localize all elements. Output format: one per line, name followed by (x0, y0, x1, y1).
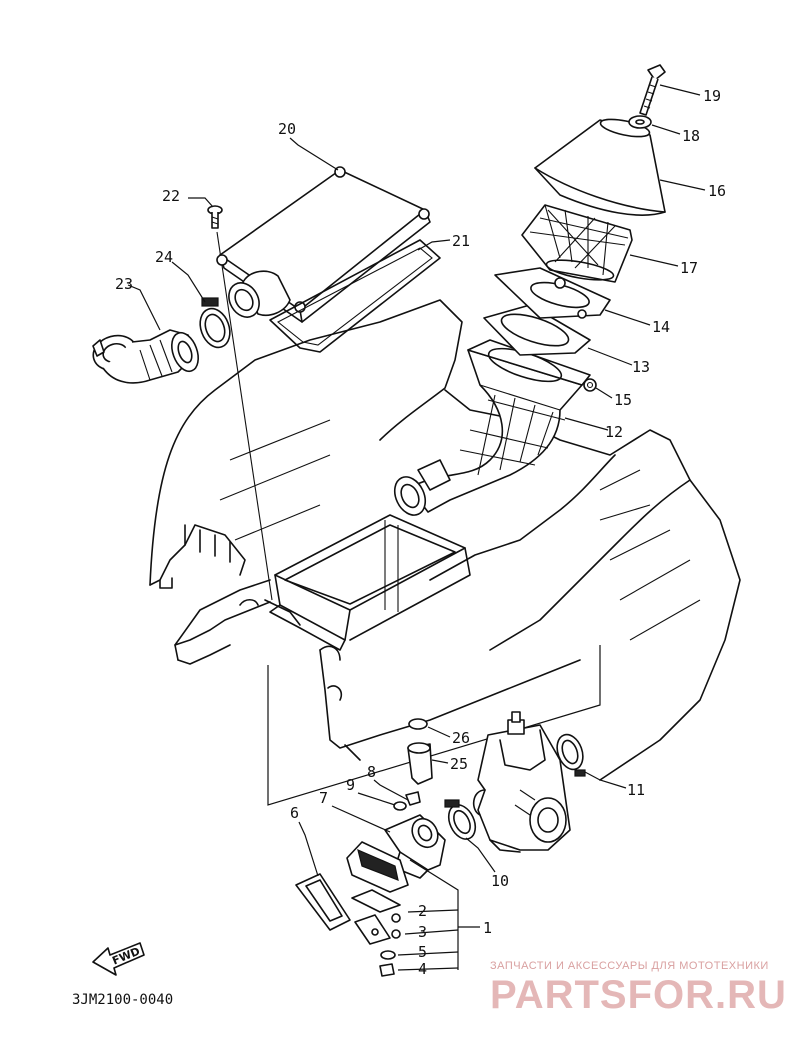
callout-25: 25 (450, 755, 468, 773)
callout-13: 13 (632, 358, 650, 376)
part-24-clamp (199, 297, 231, 349)
part-2-3-5-4-hardware (379, 913, 401, 977)
part-18-washer (628, 115, 652, 129)
callout-19: 19 (703, 87, 721, 105)
callout-7: 7 (319, 789, 328, 807)
part-14-flange-plate (494, 267, 611, 319)
part-12-intake-boot (393, 339, 591, 516)
part-6-gasket (295, 873, 351, 931)
callout-24: 24 (155, 248, 173, 266)
part-10-clamp (444, 799, 477, 840)
callout-23: 23 (115, 275, 133, 293)
callout-26: 26 (452, 729, 470, 747)
watermark: ЗАПЧАСТИ И АКСЕССУАРЫ ДЛЯ МОТОТЕХНИКИ PA… (490, 960, 787, 1017)
part-21-gasket (269, 239, 441, 353)
callout-16: 16 (708, 182, 726, 200)
callout-20: 20 (278, 120, 296, 138)
part-16-cover-cone (534, 118, 666, 216)
callout-21: 21 (452, 232, 470, 250)
callout-4: 4 (418, 960, 427, 978)
watermark-subtitle: ЗАПЧАСТИ И АКСЕССУАРЫ ДЛЯ МОТОТЕХНИКИ (490, 960, 769, 972)
leader-lines (127, 84, 706, 971)
callout-3: 3 (418, 923, 427, 941)
callout-9: 9 (346, 776, 355, 794)
hull-body (149, 299, 741, 781)
part-25-nozzle (407, 742, 433, 785)
fwd-arrow-icon: FWD (92, 942, 145, 976)
callout-15: 15 (614, 391, 632, 409)
part-13-gasket (483, 304, 591, 356)
part-8-screw (405, 791, 421, 806)
callout-18: 18 (682, 127, 700, 145)
part-22-screw (207, 205, 223, 229)
part-23-intake-duct (92, 329, 199, 384)
part-20-air-box-cover (216, 166, 431, 323)
callout-22: 22 (162, 187, 180, 205)
callout-numbers: 1 2 3 4 5 6 7 8 9 10 11 12 13 14 15 16 1… (115, 87, 726, 978)
callout-17: 17 (680, 259, 698, 277)
part-19-bolt (639, 64, 666, 116)
part-9-washer (393, 801, 407, 811)
callout-8: 8 (367, 763, 376, 781)
part-26-ring (408, 718, 428, 730)
callout-11: 11 (627, 781, 645, 799)
callout-1: 1 (483, 919, 492, 937)
callout-10: 10 (491, 872, 509, 890)
callout-14: 14 (652, 318, 670, 336)
fwd-label: FWD (110, 945, 142, 968)
part-17-flame-arrester (521, 204, 633, 283)
part-15-nut (583, 378, 597, 392)
callout-2: 2 (418, 902, 427, 920)
part-1-reed-valve (346, 841, 409, 945)
part-11-clamp (556, 733, 586, 777)
callout-12: 12 (605, 423, 623, 441)
callout-6: 6 (290, 804, 299, 822)
carburetor (472, 711, 571, 853)
hose-line (216, 231, 273, 601)
group-frame (267, 645, 601, 806)
callout-5: 5 (418, 943, 427, 961)
diagram-code: 3JM2100-0040 (72, 992, 173, 1008)
watermark-brand: PARTSFOR.RU (490, 973, 787, 1017)
